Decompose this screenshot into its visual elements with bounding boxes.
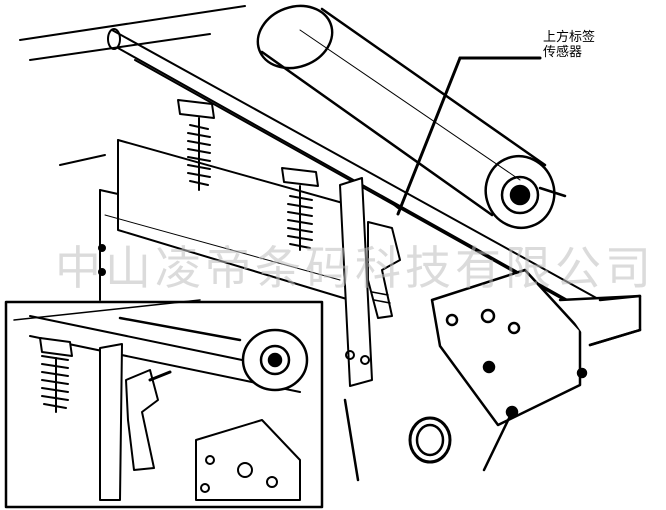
left-side-plate bbox=[98, 139, 351, 301]
top-sensor-leader-line bbox=[396, 56, 542, 216]
pressure-spring-left bbox=[177, 99, 215, 191]
sensor-bracket bbox=[339, 177, 401, 387]
bottom-leader-lines bbox=[343, 398, 514, 482]
callout-line-2: 传感器 bbox=[543, 45, 583, 60]
top-label-sensor-callout: 上方标签 传感器 bbox=[543, 30, 595, 60]
pressure-spring-right bbox=[281, 167, 319, 251]
inset-roller bbox=[118, 316, 309, 392]
right-side-plate bbox=[408, 268, 642, 464]
inset-spring bbox=[39, 337, 73, 413]
inset-detail-view bbox=[4, 299, 324, 509]
upper-frame-lines bbox=[19, 5, 246, 166]
callout-line-1: 上方标签 bbox=[543, 30, 596, 45]
label-supply-roller bbox=[256, 4, 567, 230]
inset-plate bbox=[99, 343, 301, 501]
